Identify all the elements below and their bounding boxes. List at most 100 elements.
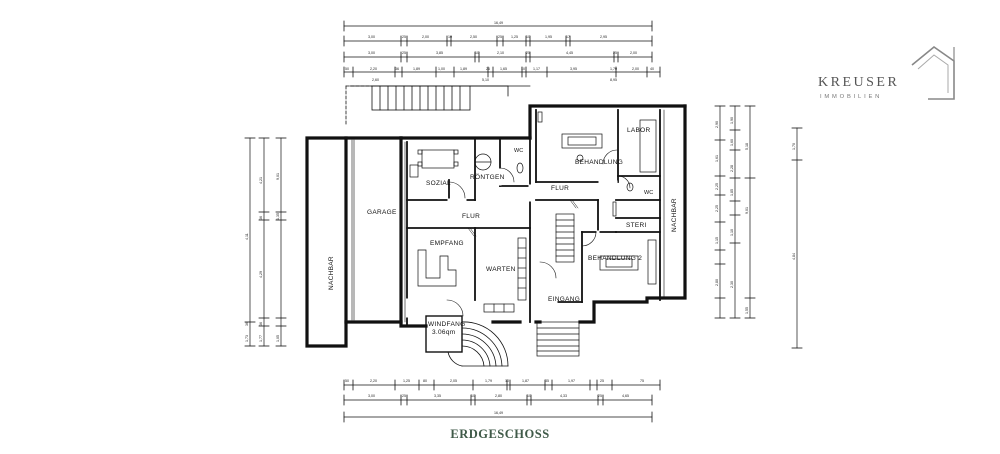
dim-bot-r1-4: 2,05	[450, 379, 457, 383]
dim-left-c3-0: 9,01	[276, 173, 280, 180]
dim-top-r1-6: 1,25	[511, 35, 518, 39]
dim-top-r2-7: 25	[613, 51, 617, 55]
dim-top-r3-8: 10	[521, 67, 525, 71]
left-dimension-ticks	[244, 137, 287, 347]
window-lines	[351, 109, 665, 323]
top-dimension-ticks	[343, 20, 661, 78]
dim-left-c1-1: 36	[245, 322, 249, 326]
furniture	[409, 111, 657, 313]
label-wc-1: WC	[514, 148, 523, 154]
right-dimension-ticks	[714, 105, 803, 349]
dim-bot-r2-7: 25	[598, 394, 602, 398]
dim-top-r2-6: 4,45	[566, 51, 573, 55]
dim-right-c2-2: 2,28	[730, 165, 734, 172]
dim-top-r3-2: 36	[395, 67, 399, 71]
dim-top-r3b-0: 2,60	[372, 78, 379, 82]
dim-bot-r1-5: 1,79	[485, 379, 492, 383]
dim-bot-r1-2: 1,25	[403, 379, 410, 383]
label-nachbar-right: NACHBAR	[671, 198, 678, 232]
dim-left-c2-0: 4,21	[259, 177, 263, 184]
dim-top-r1-2: 2,00	[422, 35, 429, 39]
label-sozial: SOZIAL	[426, 180, 451, 187]
dim-top-r3-4: 1,00	[438, 67, 445, 71]
top-dimension-chains	[343, 25, 661, 87]
bottom-dimension-ticks	[343, 379, 661, 423]
dim-top-r2-5: 25	[526, 51, 530, 55]
label-windfang-area: 3.06qm	[432, 329, 455, 336]
dim-top-total: 16,49	[494, 21, 503, 25]
building-perimeter-right	[578, 104, 687, 324]
dim-left-c3-2: 1,05	[276, 335, 280, 342]
dim-right-c2-1: 1,60	[730, 139, 734, 146]
dim-right-c2-5: 2,30	[730, 281, 734, 288]
dim-top-r2-3: 10	[475, 51, 479, 55]
dim-bot-r1-8: 35	[545, 379, 549, 383]
dim-top-r2-1: 25	[402, 51, 406, 55]
dim-top-r1-8: 1,95	[545, 35, 552, 39]
dim-top-r3-7: 1,65	[500, 67, 507, 71]
exterior-stairs	[345, 85, 509, 127]
dim-bot-r1-6: 10	[505, 379, 509, 383]
logo-name: KREUSER	[818, 75, 900, 90]
dim-top-r3-9: 1,17	[533, 67, 540, 71]
label-empfang: EMPFANG	[430, 240, 464, 247]
house-icon	[911, 45, 955, 100]
dim-right-c3-1: 9,01	[745, 207, 749, 214]
dim-top-r1-0: 3,00	[368, 35, 375, 39]
dim-text-top: 16,49 3,00 25 2,00 10 2,50 25 1,25 10 1,…	[345, 21, 654, 82]
dim-text-bottom: 50 2,20 1,25 80 2,05 1,79 10 1,87 35 1,9…	[345, 379, 644, 415]
dim-bot-r2-2: 3,35	[434, 394, 441, 398]
right-dimension-chains	[719, 105, 798, 349]
dim-top-r3-3: 1,89	[413, 67, 420, 71]
dim-top-r1-10: 2,95	[600, 35, 607, 39]
dim-right-c2-0: 1,90	[730, 117, 734, 124]
label-flur-2: FLUR	[551, 185, 569, 192]
dim-top-r3-10: 3,95	[570, 67, 577, 71]
dim-top-r1-7: 10	[526, 35, 530, 39]
label-rontgen: RÖNTGEN	[470, 173, 505, 181]
dim-right-c2-4: 1,10	[730, 229, 734, 236]
dim-right-c1-1: 1,61	[715, 155, 719, 162]
interior-stairs	[555, 213, 575, 263]
dim-bot-r2-1: 25	[402, 394, 406, 398]
dim-left-c2-2: 4,29	[259, 271, 263, 278]
dim-bot-r2-4: 2,80	[495, 394, 502, 398]
dim-right-c1-4: 1,15	[715, 237, 719, 244]
building-perimeter-top	[528, 104, 687, 140]
label-steri: STERI	[626, 222, 647, 229]
dim-bot-r1-9: 1,97	[568, 379, 575, 383]
dim-bot-r2-5: 10	[527, 394, 531, 398]
dim-left-c2-4: 1,77	[259, 335, 263, 342]
dim-top-r2-4: 2,10	[497, 51, 504, 55]
building-perimeter-left	[399, 136, 428, 328]
dim-text-left: 4,11 36 1,73 4,21 36 4,29 36 1,77 9,01 1…	[245, 173, 280, 342]
dim-right-c1-0: 2,90	[715, 121, 719, 128]
dim-text-right: 2,90 1,61 2,25 2,25 1,15 2,80 1,90 1,60 …	[715, 117, 796, 314]
dim-top-r2-2: 3,85	[436, 51, 443, 55]
dim-top-r3-6: 26	[486, 67, 490, 71]
dim-right-c1-5: 2,80	[715, 279, 719, 286]
dim-top-r3b-2: 8,95	[610, 78, 617, 82]
dim-top-r3-0: 50	[345, 67, 349, 71]
label-windfang: WINDFANG	[428, 321, 465, 328]
floor-caption: ERDGESCHOSS	[450, 427, 550, 441]
dim-right-c2-3: 1,85	[730, 189, 734, 196]
dim-right-far-0: 1,70	[792, 143, 796, 150]
dim-top-r2-8: 2,00	[630, 51, 637, 55]
dim-top-r1-1: 25	[402, 35, 406, 39]
dim-bot-r1-10: 25	[600, 379, 604, 383]
dim-bot-r1-3: 80	[423, 379, 427, 383]
dim-bot-r2-8: 4,65	[622, 394, 629, 398]
dim-top-r1-3: 10	[448, 35, 452, 39]
left-dimension-chains	[249, 137, 282, 347]
dim-left-c1-0: 4,11	[245, 233, 249, 240]
door-swings	[446, 149, 631, 317]
bottom-dimension-chains	[343, 384, 661, 418]
entrance-stairs	[536, 321, 580, 357]
dim-right-c3-0: 5,18	[745, 143, 749, 150]
dim-left-c1-2: 1,73	[245, 335, 249, 342]
dim-top-r1-9: 17	[566, 35, 570, 39]
label-warten: WARTEN	[486, 266, 516, 273]
garage-walls	[305, 136, 348, 348]
